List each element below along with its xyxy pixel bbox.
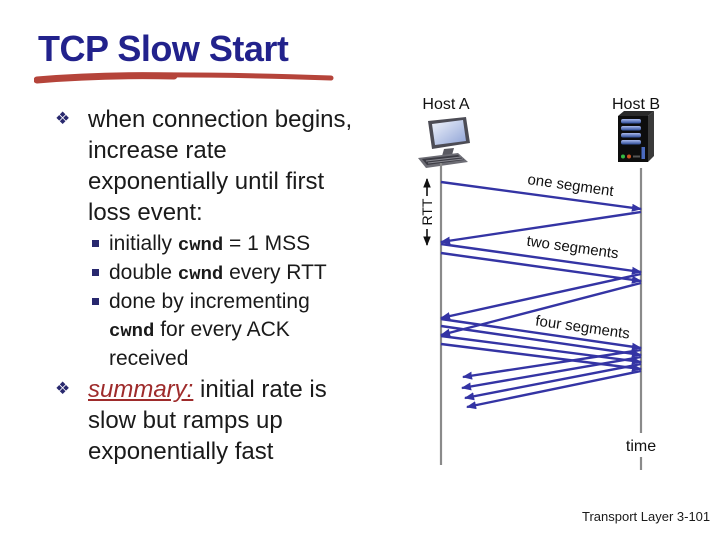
slide-title: TCP Slow Start <box>38 28 289 69</box>
cwnd-code: cwnd <box>177 263 224 285</box>
cwnd-code: cwnd <box>177 234 224 256</box>
sub-bullet-double: double cwnd every RTT <box>92 259 392 288</box>
square-bullet-icon <box>92 298 99 305</box>
ack-arrow <box>466 369 642 410</box>
sub-text: initially <box>109 232 178 255</box>
rtt-label: RTT <box>419 198 435 225</box>
segment-arrow <box>440 251 642 284</box>
computer-icon <box>418 117 470 168</box>
host-a-label: Host A <box>422 96 469 113</box>
diamond-bullet-icon: ❖ <box>55 109 71 128</box>
ack-arrow <box>464 362 642 401</box>
title-underline <box>34 72 334 84</box>
ack-arrow <box>440 272 642 320</box>
four-segments-label: four segments <box>534 313 630 343</box>
host-b-label: Host B <box>612 96 660 113</box>
rtt-span-arrow: RTT <box>419 178 435 246</box>
sub-text: = 1 MSS <box>223 232 311 255</box>
ack-arrow <box>440 281 642 337</box>
time-label: time <box>626 438 656 455</box>
bullet-when-connection: ❖ when connection begins, increase rate … <box>55 104 400 228</box>
segment-arrow <box>440 242 642 275</box>
segment-arrow <box>440 324 642 358</box>
sub-bullet-done-by: done by incrementing cwnd for every ACK … <box>92 288 392 373</box>
segment-arrow <box>440 317 642 351</box>
slide-footer: Transport Layer 3-101 <box>582 509 711 524</box>
segment-arrow <box>440 342 643 372</box>
diamond-bullet-icon: ❖ <box>55 379 71 398</box>
ack-arrow <box>461 355 642 391</box>
bullet-summary: ❖ summary: initial rate is slow but ramp… <box>55 374 400 467</box>
tcp-timing-diagram: Host A Host B <box>418 96 660 470</box>
sub-text: every RTT <box>223 261 327 284</box>
sub-text: for every ACK received <box>109 318 290 370</box>
segment-arrow <box>440 334 642 365</box>
ack-arrow <box>462 348 642 380</box>
sub-text: double <box>109 261 178 284</box>
segment-arrow <box>440 180 642 212</box>
square-bullet-icon <box>92 240 99 247</box>
sub-bullet-text: done by incrementing cwnd for every ACK … <box>109 288 310 373</box>
bullet-text: when connection begins, increase rate ex… <box>88 106 353 226</box>
ack-arrow <box>440 210 642 245</box>
sub-bullet-initially: initially cwnd = 1 MSS <box>92 230 392 259</box>
sub-bullet-text: initially cwnd = 1 MSS <box>109 230 310 259</box>
server-icon <box>618 111 654 162</box>
sub-text: done by incrementing <box>109 290 310 313</box>
square-bullet-icon <box>92 269 99 276</box>
summary-highlight: summary: <box>88 376 194 403</box>
cwnd-code: cwnd <box>109 320 155 342</box>
sub-bullet-text: double cwnd every RTT <box>109 259 327 288</box>
sub-bullet-list: initially cwnd = 1 MSS double cwnd every… <box>92 230 392 373</box>
bullet-text: summary: initial rate is slow but ramps … <box>88 374 327 467</box>
summary-rest: initial rate is slow but ramps up expone… <box>88 376 327 465</box>
